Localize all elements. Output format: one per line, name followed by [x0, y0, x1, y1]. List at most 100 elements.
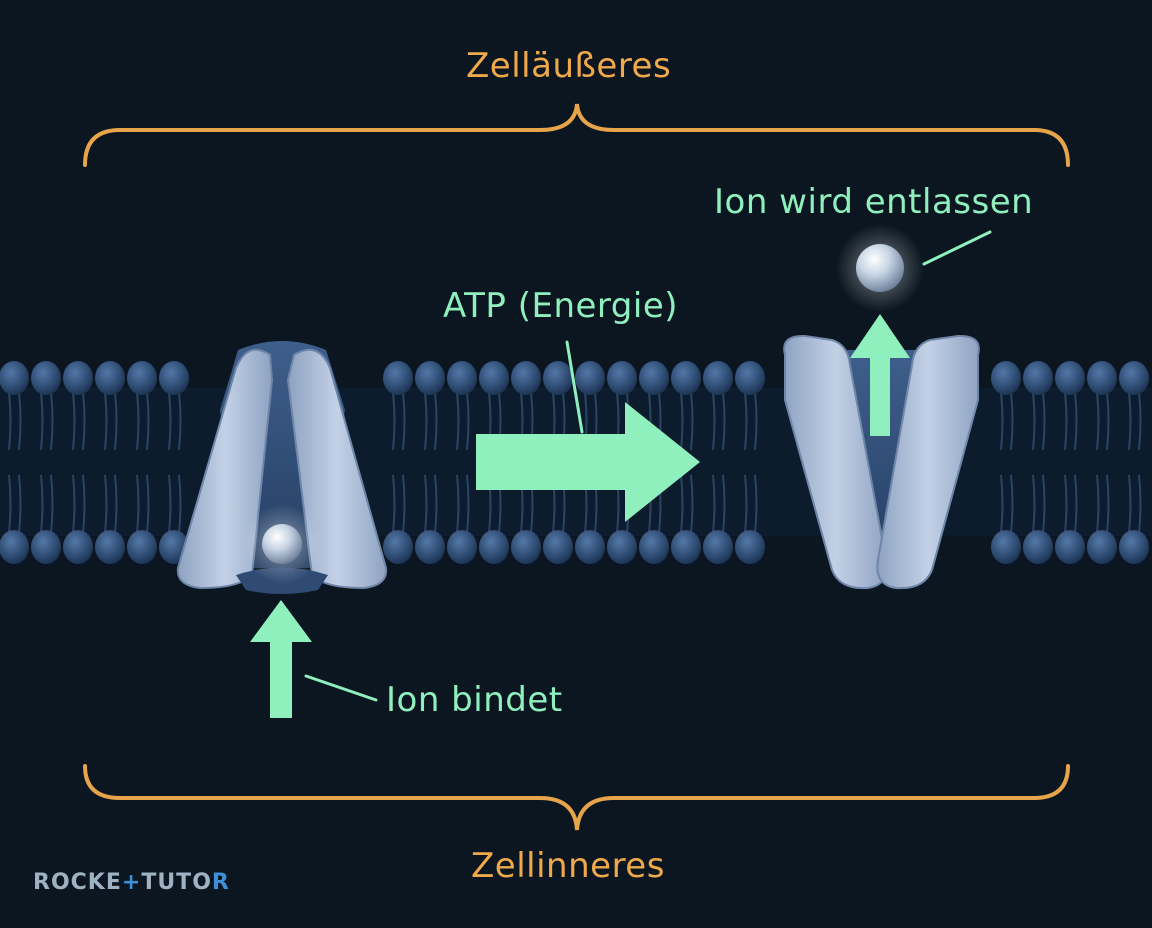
- lipid-tail: [82, 474, 86, 534]
- lipid-tail: [424, 391, 428, 451]
- lipid-tail: [1096, 391, 1100, 451]
- lipid-tail: [1096, 474, 1100, 534]
- lipid-tail: [744, 474, 748, 534]
- lipid-tail: [1106, 391, 1110, 451]
- lipid-tail: [424, 474, 428, 534]
- lipid-tail: [82, 391, 86, 451]
- lipid-tail: [104, 391, 108, 451]
- lipid-tail: [114, 391, 118, 451]
- ion-released-label: Ion wird entlassen: [714, 182, 1034, 222]
- inside-label: Zellinneres: [471, 846, 665, 886]
- lipid-head: [127, 361, 157, 395]
- lipid-tail: [18, 391, 22, 451]
- lipid-tail: [8, 391, 12, 451]
- lipid-tail: [466, 474, 470, 534]
- energy-transition-arrow: [476, 402, 700, 522]
- lipid-tail: [1128, 391, 1132, 451]
- lipid-head: [703, 530, 733, 564]
- lipid-tail: [392, 474, 396, 534]
- lipid-tail: [136, 474, 140, 534]
- lipid-tail: [168, 474, 172, 534]
- lipid-head: [671, 361, 701, 395]
- lipid-tail: [680, 391, 684, 451]
- lipid-head: [1055, 361, 1085, 395]
- lipid-head: [447, 361, 477, 395]
- lipid-head: [1023, 530, 1053, 564]
- lipid-tail: [168, 391, 172, 451]
- lipid-head: [31, 361, 61, 395]
- lipid-head: [0, 530, 29, 564]
- lipid-head: [479, 361, 509, 395]
- lipid-head: [127, 530, 157, 564]
- lipid-tail: [1000, 474, 1004, 534]
- lipid-heads: [0, 361, 1149, 564]
- lipid-tail: [8, 474, 12, 534]
- lipid-head: [415, 361, 445, 395]
- lipid-head: [543, 361, 573, 395]
- lipid-tail: [690, 391, 694, 451]
- lipid-tail: [40, 474, 44, 534]
- lipid-head: [63, 530, 93, 564]
- lipid-tail: [434, 391, 438, 451]
- ion-binding-arrow: [250, 600, 312, 718]
- lipid-tail: [72, 391, 76, 451]
- lipid-tail: [722, 391, 726, 451]
- lipid-tail: [1106, 474, 1110, 534]
- lipid-tail: [1010, 391, 1014, 451]
- lipid-tail: [1074, 474, 1078, 534]
- lipid-tail: [1064, 474, 1068, 534]
- lipid-head: [383, 361, 413, 395]
- lipid-head: [415, 530, 445, 564]
- lipid-tail: [1128, 474, 1132, 534]
- lipid-tail: [40, 391, 44, 451]
- lipid-head: [95, 530, 125, 564]
- lipid-tail: [1138, 391, 1142, 451]
- lipid-head: [639, 530, 669, 564]
- lipid-head: [991, 530, 1021, 564]
- lipid-tail: [72, 474, 76, 534]
- lipid-head: [1119, 361, 1149, 395]
- lipid-head: [1087, 361, 1117, 395]
- ion-bound: [262, 524, 302, 564]
- lipid-tail: [1138, 474, 1142, 534]
- lipid-tail: [402, 391, 406, 451]
- lipid-tail: [1010, 474, 1014, 534]
- lipid-tail: [392, 391, 396, 451]
- outside-brace: [83, 103, 1070, 167]
- inside-brace: [83, 764, 1070, 831]
- lipid-tail: [136, 391, 140, 451]
- lipid-head: [703, 361, 733, 395]
- lipid-tails: [8, 391, 1142, 534]
- lipid-tail: [1074, 391, 1078, 451]
- lipid-tail: [1064, 391, 1068, 451]
- lipid-tail: [50, 391, 54, 451]
- lipid-head: [607, 361, 637, 395]
- lipid-tail: [1000, 391, 1004, 451]
- lipid-head: [1087, 530, 1117, 564]
- lipid-head: [0, 361, 29, 395]
- lipid-tail: [178, 391, 182, 451]
- lipid-tail: [466, 391, 470, 451]
- lipid-head: [639, 361, 669, 395]
- lipid-tail: [712, 474, 716, 534]
- lipid-tail: [690, 474, 694, 534]
- ion-binds-label: Ion bindet: [386, 680, 563, 720]
- lipid-head: [63, 361, 93, 395]
- lipid-tail: [1032, 391, 1036, 451]
- lipid-head: [1119, 530, 1149, 564]
- lipid-head: [543, 530, 573, 564]
- lipid-tail: [754, 391, 758, 451]
- lipid-head: [479, 530, 509, 564]
- lipid-head: [735, 361, 765, 395]
- lipid-tail: [114, 474, 118, 534]
- lipid-tail: [1032, 474, 1036, 534]
- lipid-head: [511, 361, 541, 395]
- outside-label: Zelläußeres: [466, 46, 672, 86]
- lipid-head: [1023, 361, 1053, 395]
- lipid-tail: [456, 474, 460, 534]
- lipid-tail: [50, 474, 54, 534]
- lipid-tail: [680, 474, 684, 534]
- atp-label: ATP (Energie): [443, 286, 679, 326]
- lipid-tail: [402, 474, 406, 534]
